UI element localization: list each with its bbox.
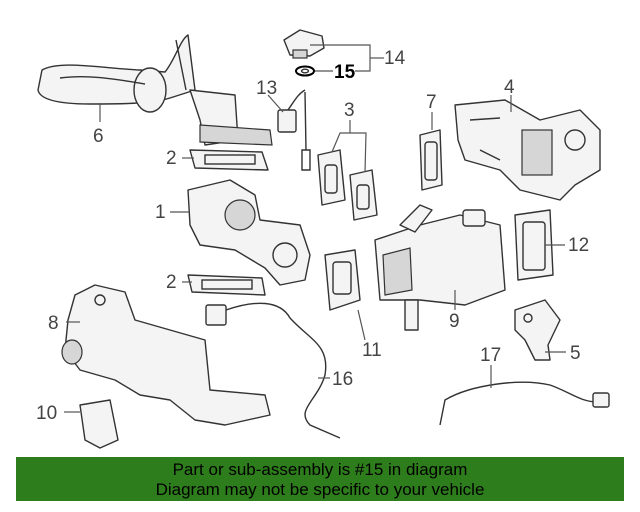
part-8-cooler-housing[interactable]: [61, 284, 271, 426]
part-11-gasket[interactable]: [324, 249, 361, 311]
callout-6: 6: [93, 126, 104, 147]
callout-2-upper: 2: [166, 148, 177, 169]
part-3-gaskets[interactable]: [317, 149, 378, 221]
part-14-pressure-sensor[interactable]: [283, 29, 325, 59]
leader-lines: [64, 44, 566, 413]
part-1-egr-assembly[interactable]: [187, 179, 311, 286]
part-2-gasket-upper[interactable]: [189, 149, 269, 171]
callout-12: 12: [568, 235, 589, 256]
callout-9: 9: [449, 311, 460, 332]
callout-13: 13: [256, 78, 277, 99]
banner-line-2: Diagram may not be specific to your vehi…: [155, 480, 485, 499]
callout-1: 1: [155, 202, 166, 223]
part-12-gasket[interactable]: [514, 209, 554, 281]
part-17-sensor-line[interactable]: [439, 381, 610, 426]
part-15-washer[interactable]: [295, 65, 315, 77]
parts-diagram: 6 14 15 13 3 7 4 2 1 2 12 9 11 5 8 17 16…: [36, 29, 610, 449]
callout-7: 7: [426, 92, 437, 113]
part-10-bracket[interactable]: [79, 399, 119, 449]
callout-8: 8: [48, 313, 59, 334]
callout-14: 14: [384, 48, 406, 69]
part-13-temperature-sensor[interactable]: [277, 89, 311, 171]
part-4-egr-valve[interactable]: [454, 99, 601, 201]
part-2-gasket-lower[interactable]: [187, 274, 266, 296]
info-banner: Part or sub-assembly is #15 in diagram D…: [16, 457, 624, 501]
callout-labels: 6 14 15 13 3 7 4 2 1 2 12 9 11 5 8 17 16…: [36, 48, 589, 424]
callout-11: 11: [362, 340, 382, 361]
callout-3: 3: [344, 100, 355, 121]
callout-16: 16: [332, 369, 353, 390]
part-7-gasket[interactable]: [419, 129, 443, 191]
part-9-egr-cooler[interactable]: [374, 204, 506, 331]
callout-17: 17: [480, 345, 501, 366]
part-16-sensor-line[interactable]: [205, 302, 341, 439]
banner-line-1: Part or sub-assembly is #15 in diagram: [172, 460, 468, 479]
callout-5: 5: [570, 343, 581, 364]
callout-15: 15: [334, 62, 356, 83]
callout-10: 10: [36, 403, 57, 424]
part-5-bracket[interactable]: [514, 299, 561, 361]
part-6-intake-tube[interactable]: [37, 34, 273, 146]
callout-4: 4: [504, 77, 515, 98]
callout-2-lower: 2: [166, 272, 177, 293]
